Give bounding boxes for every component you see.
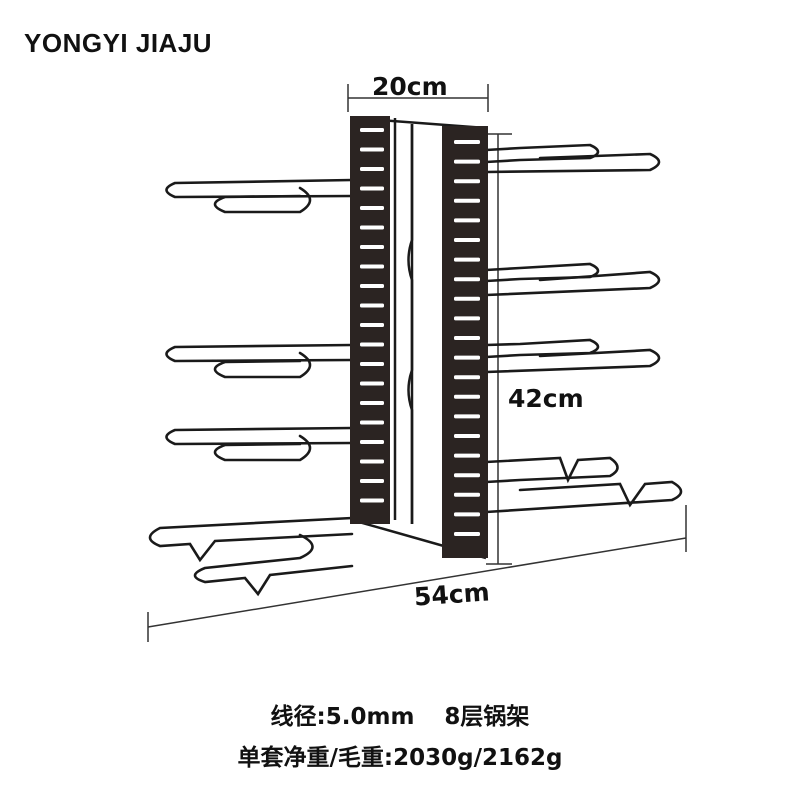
panel-slot	[360, 420, 384, 425]
panel-slot	[360, 264, 384, 269]
panel-slot	[454, 218, 480, 223]
panel-slot	[454, 492, 480, 497]
wire-diameter-text: 线径:5.0mm	[270, 704, 415, 730]
panel-slot	[360, 245, 384, 249]
panel-slot	[360, 323, 384, 327]
spec-line-1: 线径:5.0mm 8层锅架	[0, 697, 800, 731]
panel-slot	[360, 459, 384, 464]
panel-slot	[360, 479, 384, 483]
left-pot-arms	[148, 178, 354, 597]
panel-slot	[454, 355, 480, 360]
panel-slot	[360, 206, 384, 210]
panel-slot	[454, 140, 480, 144]
panel-slot	[454, 414, 480, 419]
panel-slot	[454, 257, 480, 262]
width-label: 20cm	[372, 72, 448, 101]
panel-slot	[454, 434, 480, 438]
panel-slot	[454, 238, 480, 242]
panel-slot	[454, 296, 480, 301]
weight-text: 单套净重/毛重:2030g/2162g	[237, 745, 563, 771]
panel-slot	[454, 159, 480, 164]
panel-slot	[360, 284, 384, 288]
panel-slot	[360, 225, 384, 230]
panel-slot	[360, 186, 384, 191]
panel-slot	[454, 316, 480, 321]
panel-slot	[454, 336, 480, 340]
panel-slot	[454, 512, 480, 517]
brand-name: YONGYI JIAJU	[24, 28, 213, 58]
panel-slot	[454, 277, 480, 282]
panel-slot	[360, 362, 384, 366]
panel-slot	[454, 198, 480, 203]
panel-slot	[360, 381, 384, 386]
length-label: 54cm	[413, 577, 491, 612]
panel-slot	[360, 303, 384, 308]
panel-slot	[360, 147, 384, 152]
panel-slot	[360, 128, 384, 132]
panel-slot	[454, 532, 480, 536]
panel-slot	[454, 179, 480, 184]
panel-slot	[454, 453, 480, 458]
panel-slot	[360, 498, 384, 503]
rack-frame	[350, 116, 488, 560]
height-label: 42cm	[508, 384, 584, 413]
panel-slot	[360, 401, 384, 405]
panel-slot	[360, 440, 384, 444]
dimension-lines	[147, 84, 687, 642]
left-panel-slots	[360, 128, 384, 503]
panel-slot	[360, 167, 384, 171]
panel-slot	[360, 342, 384, 347]
right-pot-arms	[484, 143, 683, 514]
tiers-text: 8层锅架	[444, 704, 530, 730]
panel-slot	[454, 375, 480, 380]
panel-slot	[454, 394, 480, 399]
right-panel-slots	[454, 140, 480, 536]
panel-slot	[454, 473, 480, 478]
